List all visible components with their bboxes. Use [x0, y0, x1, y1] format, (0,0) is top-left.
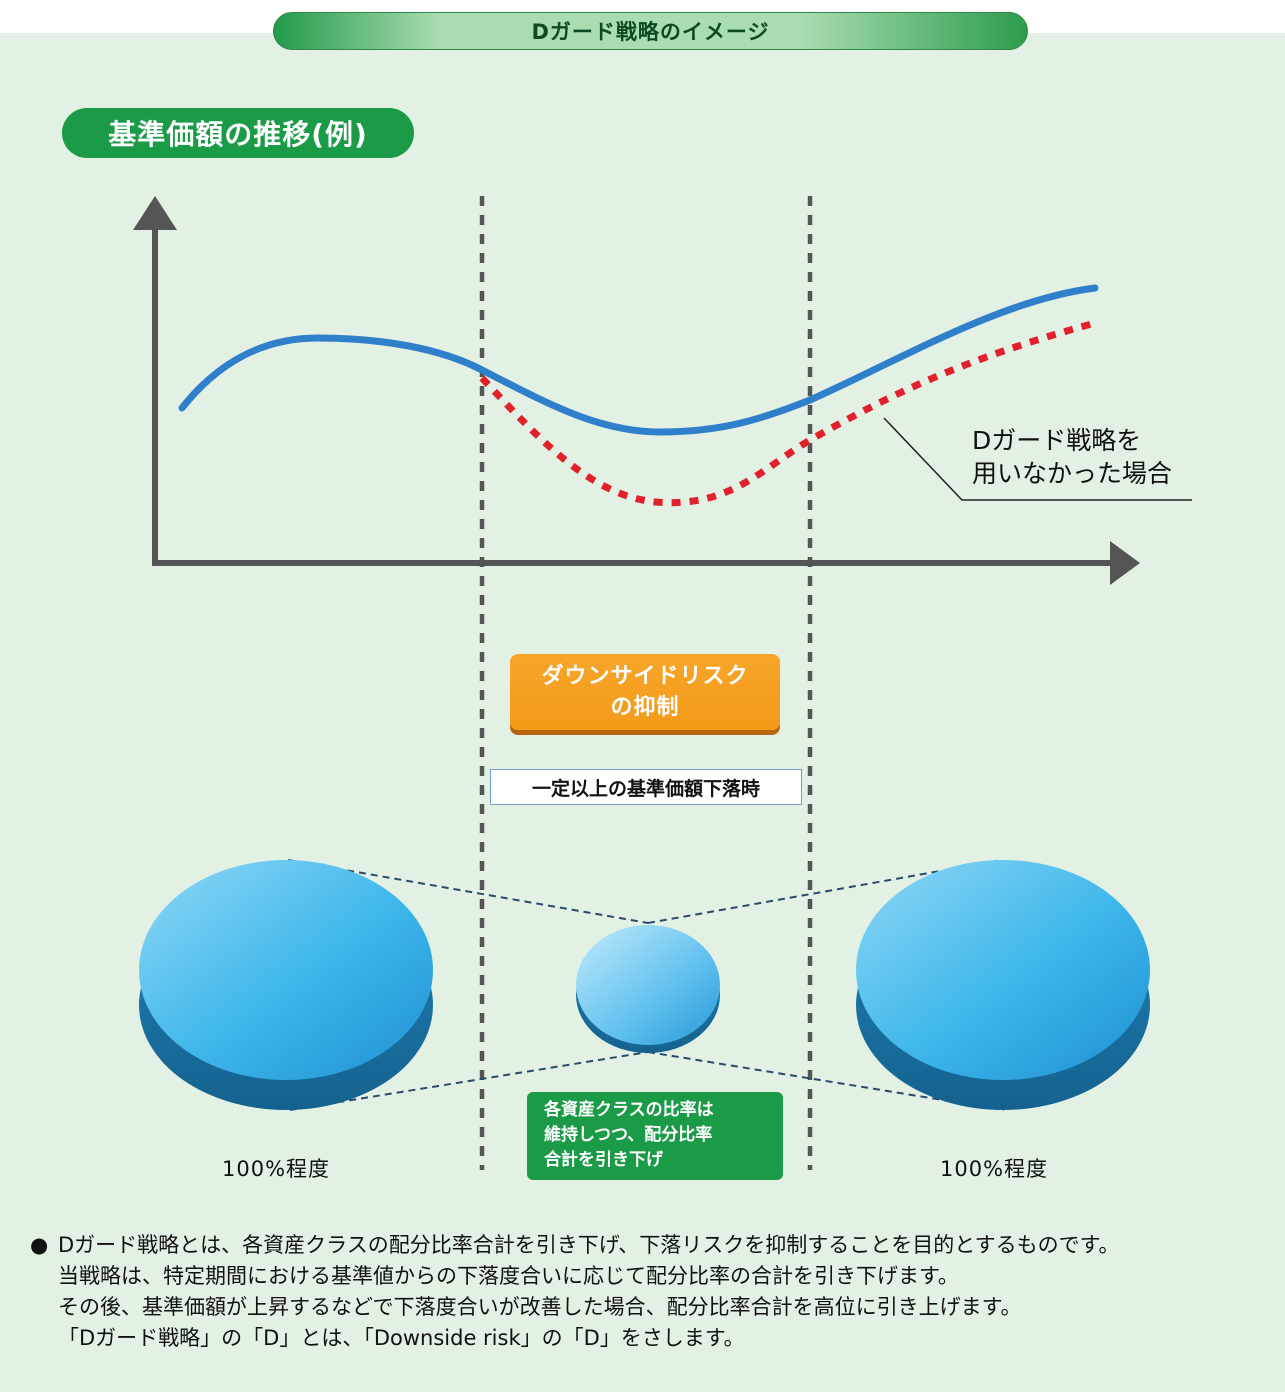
- without-strategy-line: [479, 319, 1096, 507]
- allocation-note-line: 維持しつつ、配分比率: [544, 1125, 713, 1145]
- note-line: 当戦略は、特定期間における基準値からの下落度合いに応じて配分比率の合計を引き下げ…: [58, 1264, 959, 1288]
- right-allocation-label: 100%程度: [940, 1157, 1049, 1181]
- reduced-portfolio-disk: [576, 925, 720, 1053]
- downside-risk-box: ダウンサイドリスク の抑制: [510, 654, 780, 730]
- diagram-title-banner: Dガード戦略のイメージ: [273, 12, 1028, 50]
- explanation-notes: ● Dガード戦略とは、各資産クラスの配分比率合計を引き下げ、下落リスクを抑制する…: [30, 1230, 1285, 1354]
- chart-title-tag: 基準価額の推移(例): [62, 108, 414, 158]
- downside-box-line: ダウンサイドリスク: [541, 664, 749, 689]
- trigger-condition-box: 一定以上の基準価額下落時: [490, 769, 802, 805]
- no-strategy-label-line: Dガード戦略を: [972, 426, 1142, 455]
- with-strategy-line: [178, 284, 1099, 436]
- left-portfolio-disk: [139, 860, 433, 1110]
- connector-line: [289, 1051, 649, 1111]
- allocation-note-line: 合計を引き下げ: [544, 1150, 663, 1170]
- allocation-note-box: 各資産クラスの比率は 維持しつつ、配分比率 合計を引き下げ: [527, 1092, 783, 1180]
- y-axis-arrowhead: [133, 196, 177, 230]
- label-leader-line: [883, 417, 1192, 501]
- downside-box-line: の抑制: [610, 695, 680, 720]
- left-allocation-label: 100%程度: [222, 1157, 331, 1181]
- allocation-note-line: 各資産クラスの比率は: [544, 1100, 714, 1120]
- note-line: Dガード戦略とは、各資産クラスの配分比率合計を引き下げ、下落リスクを抑制すること…: [58, 1233, 1120, 1257]
- no-strategy-label: Dガード戦略を 用いなかった場合: [972, 424, 1172, 490]
- bullet-icon: ●: [30, 1233, 49, 1257]
- no-strategy-label-line: 用いなかった場合: [972, 459, 1173, 488]
- right-portfolio-disk: [856, 860, 1150, 1110]
- x-axis-arrowhead: [1110, 541, 1140, 585]
- note-line: 「Dガード戦略」の「D」とは、「Downside risk」の「D」をさします。: [58, 1326, 745, 1350]
- note-line: その後、基準価額が上昇するなどで下落度合いが改善した場合、配分比率合計を高位に引…: [58, 1295, 1022, 1319]
